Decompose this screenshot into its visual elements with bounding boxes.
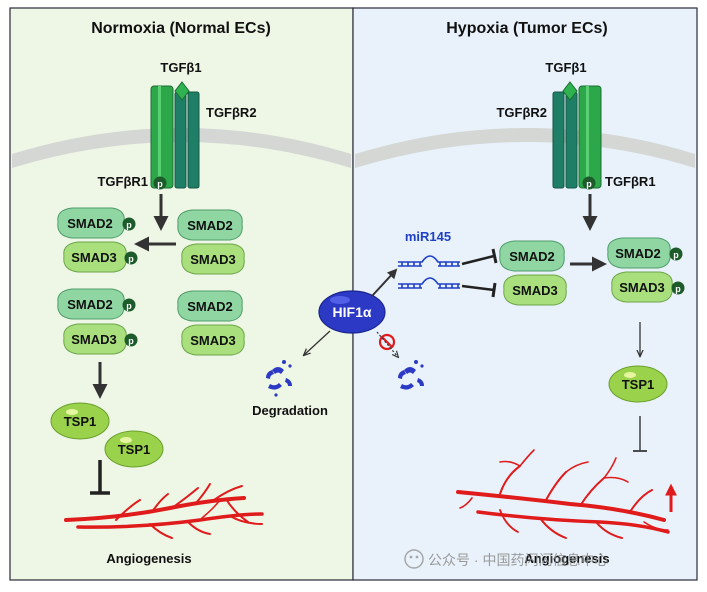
left-blood-vessel: [64, 483, 264, 539]
tgfbr2-receptor-b: [565, 91, 578, 189]
svg-text:p: p: [128, 336, 134, 346]
phospho-badge: [582, 176, 596, 190]
tsp1-protein: [608, 365, 668, 403]
smad2-label: SMAD2: [187, 299, 233, 314]
tgfb1-label: TGFβ1: [160, 60, 201, 75]
tsp1-protein: [104, 430, 164, 468]
tgfbr2-label: TGFβR2: [496, 105, 547, 120]
right-blood-vessel: [456, 449, 670, 539]
svg-text:p: p: [673, 250, 679, 260]
smad-complex-hypoxia-phospho: SMAD2 SMAD3 p p: [607, 237, 685, 303]
tgfb1-ligand: [562, 81, 578, 101]
hif1a-to-mir145-arrow: [371, 268, 398, 297]
phospho-badge: [153, 176, 167, 190]
tgfbr1-label: TGFβR1: [97, 174, 148, 189]
smad2-label: SMAD2: [615, 246, 661, 261]
mir145-inhibit-smad2: [461, 254, 495, 266]
hif1a-degradation-arrow: [304, 330, 331, 355]
smad-complex-hypoxia: SMAD2 SMAD3: [499, 240, 567, 306]
tsp1-label: TSP1: [64, 414, 97, 429]
smad-complex-2: SMAD2 SMAD3: [177, 290, 245, 356]
tgfbr1-label: TGFβR1: [605, 174, 656, 189]
smad3-label: SMAD3: [619, 280, 665, 295]
svg-text:p: p: [126, 301, 132, 311]
left-panel-title: Normoxia (Normal ECs): [91, 20, 271, 37]
tsp1-protein: [50, 402, 110, 440]
left-membrane: [12, 128, 351, 168]
smad-complex-phospho-1: SMAD2 SMAD3 p p: [57, 207, 138, 273]
watermark: 公众号 · 中国药闪闪信息中心: [404, 549, 608, 569]
smad2-label: SMAD2: [509, 249, 555, 264]
smad2-label: SMAD2: [187, 218, 233, 233]
tgfb1-ligand: [174, 81, 190, 101]
svg-text:p: p: [586, 179, 592, 189]
smad3-label: SMAD3: [71, 332, 117, 347]
smad-complex-phospho-2: SMAD2 SMAD3 p p: [57, 288, 138, 355]
tsp1-label: TSP1: [118, 442, 151, 457]
hif1a-label: HIF1α: [333, 304, 372, 320]
svg-text:p: p: [157, 179, 163, 189]
smad2-label: SMAD2: [67, 216, 113, 231]
wechat-icon: [404, 549, 424, 569]
svg-text:p: p: [128, 254, 134, 264]
degraded-protein-icon: [398, 360, 424, 390]
left-receptor-complex: TGFβ1 TGFβR2 TGFβR1 p: [97, 60, 257, 190]
tgfbr2-receptor-a: [174, 91, 187, 189]
blocked-degradation-icon: [378, 333, 396, 351]
tgfbr2-label: TGFβR2: [206, 105, 257, 120]
right-receptor-complex: TGFβ1 TGFβR2 TGFβR1 p: [496, 60, 656, 190]
tsp1-label: TSP1: [622, 377, 655, 392]
smad3-label: SMAD3: [190, 252, 236, 267]
smad-complex-1: SMAD2 SMAD3: [177, 209, 245, 275]
mir145-label: miR145: [405, 229, 451, 244]
smad3-label: SMAD3: [190, 333, 236, 348]
degraded-protein-icon: [266, 360, 292, 397]
smad3-label: SMAD3: [512, 283, 558, 298]
tgfbr1-receptor: [578, 85, 602, 189]
right-panel-title: Hypoxia (Tumor ECs): [446, 20, 608, 37]
tgfbr2-receptor-b: [187, 91, 200, 189]
svg-text:p: p: [126, 220, 132, 230]
smad2-label: SMAD2: [67, 297, 113, 312]
tgfb1-label: TGFβ1: [545, 60, 586, 75]
degradation-label: Degradation: [252, 403, 328, 418]
smad3-label: SMAD3: [71, 250, 117, 265]
blocked-degradation-arrow: [376, 331, 398, 357]
tgfbr2-receptor-a: [552, 91, 565, 189]
svg-text:p: p: [675, 284, 681, 294]
angiogenesis-label: Angiogenesis: [106, 551, 191, 566]
right-membrane: [355, 128, 695, 168]
tgfbr1-receptor: [150, 85, 174, 189]
mir145-hairpin-icon: [398, 255, 460, 289]
mir145-inhibit-smad3: [461, 284, 495, 292]
angiogenesis-label: Angiogenesis: [524, 551, 609, 566]
watermark-text: 公众号 · 中国药闪闪信息中心: [428, 552, 608, 568]
